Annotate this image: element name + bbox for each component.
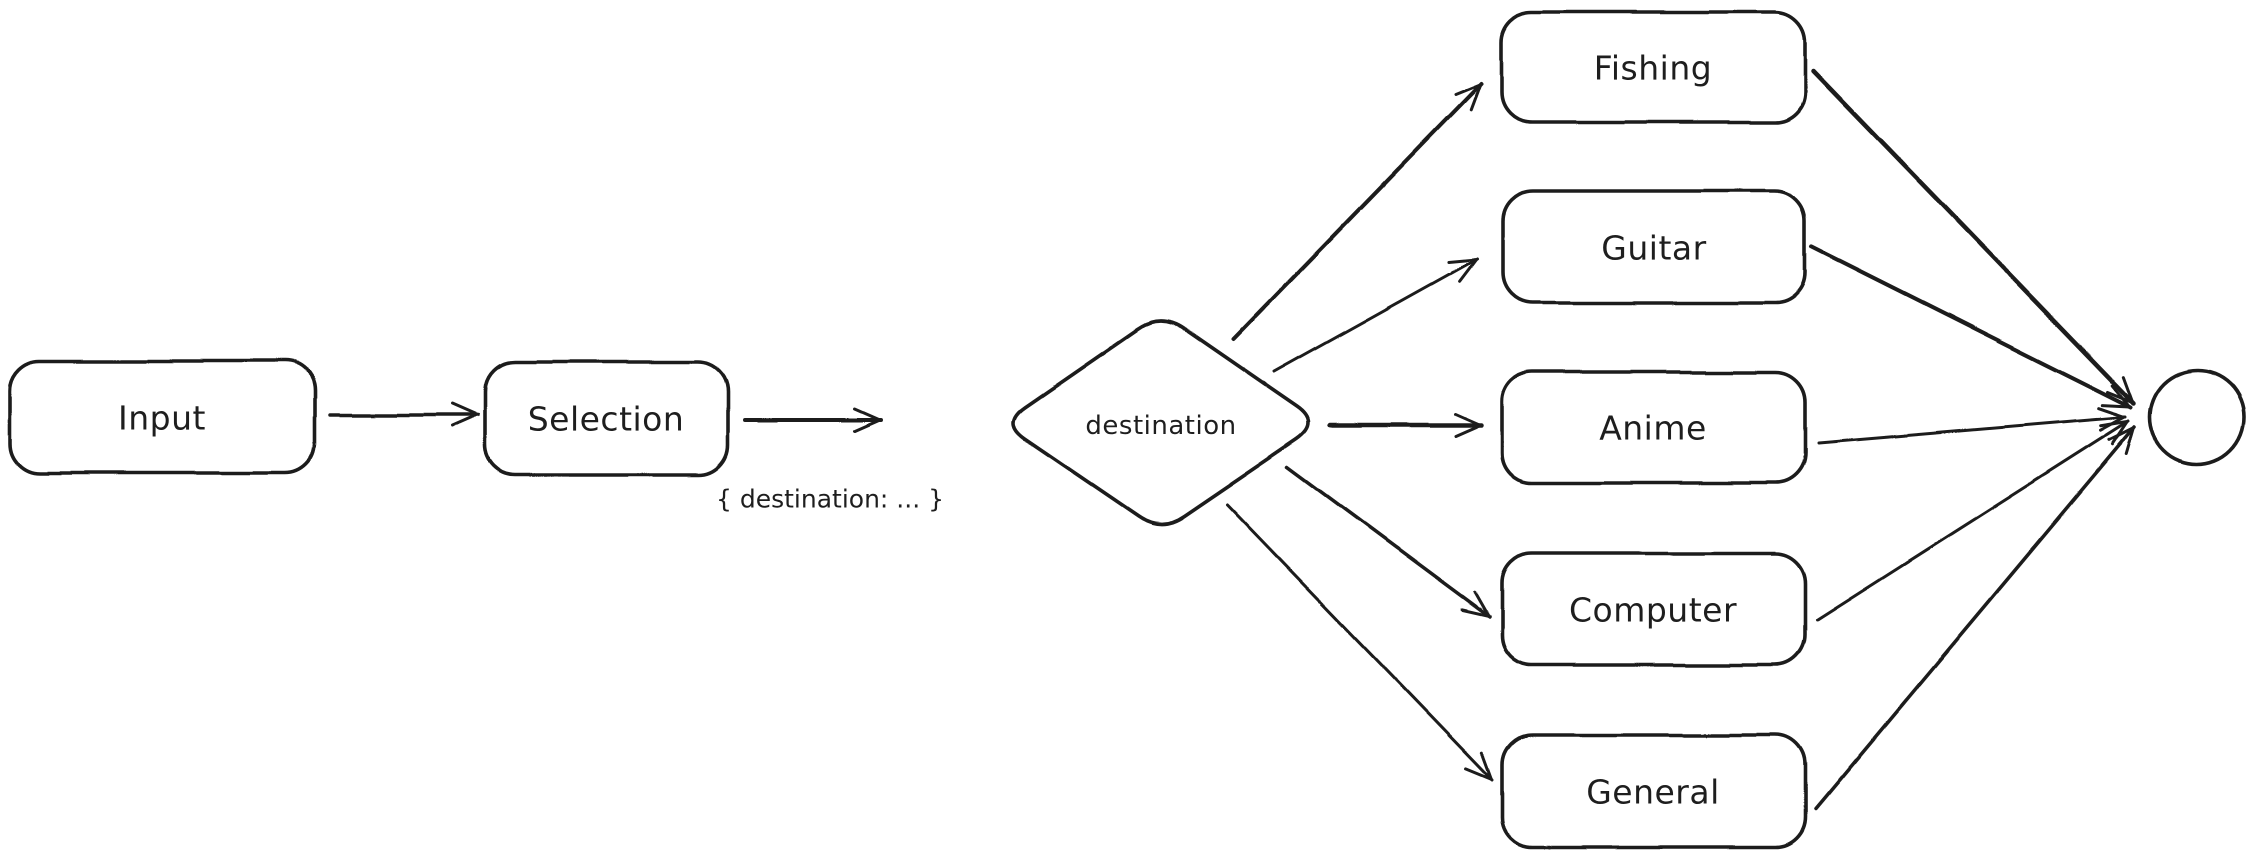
general-label: General: [1586, 773, 1720, 812]
nodes-layer: [8, 10, 2246, 849]
arrow-destination-to-fishing[interactable]: [1231, 82, 1483, 341]
general-box[interactable]: [1500, 733, 1807, 849]
computer-label: Computer: [1569, 591, 1737, 630]
arrow-destination-to-general[interactable]: [1225, 503, 1494, 782]
selection-label: Selection: [528, 400, 685, 439]
edge-label-destination-payload: { destination: ... }: [716, 485, 944, 514]
fishing-label: Fishing: [1594, 49, 1712, 88]
anime-label: Anime: [1599, 409, 1707, 448]
arrow-anime-to-end[interactable]: [1816, 406, 2128, 445]
destination-diamond[interactable]: [1011, 319, 1311, 526]
fishing-box[interactable]: [1500, 10, 1807, 124]
computer-box[interactable]: [1500, 551, 1807, 667]
edges-layer: [328, 68, 2137, 811]
input-box[interactable]: [8, 359, 317, 475]
labels-layer: Input Selection destination Fishing Guit…: [118, 49, 1737, 812]
destination-label: destination: [1085, 411, 1236, 441]
end-circle[interactable]: [2148, 368, 2246, 466]
guitar-box[interactable]: [1501, 189, 1807, 305]
arrow-destination-to-guitar[interactable]: [1272, 257, 1479, 374]
arrow-fishing-to-end[interactable]: [1810, 68, 2137, 406]
arrow-general-to-end[interactable]: [1813, 425, 2137, 811]
arrow-guitar-to-end[interactable]: [1810, 245, 2133, 409]
anime-box[interactable]: [1500, 370, 1807, 485]
arrow-computer-to-end[interactable]: [1815, 419, 2131, 622]
selection-box[interactable]: [483, 360, 730, 477]
guitar-label: Guitar: [1601, 229, 1706, 268]
input-label: Input: [118, 399, 206, 438]
arrow-destination-to-computer[interactable]: [1286, 465, 1491, 618]
